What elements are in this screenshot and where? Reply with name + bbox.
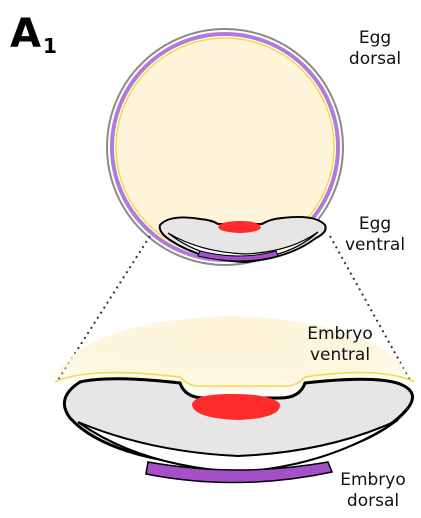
label-egg-dorsal: Egg dorsal xyxy=(330,28,420,70)
label-embryo-ventral-line2: ventral xyxy=(290,345,390,366)
label-egg-dorsal-line1: Egg xyxy=(330,28,420,49)
label-embryo-dorsal-line2: dorsal xyxy=(325,491,421,512)
label-embryo-dorsal: Embryo dorsal xyxy=(325,470,421,512)
label-egg-dorsal-line2: dorsal xyxy=(330,49,420,70)
label-egg-ventral: Egg ventral xyxy=(330,214,420,256)
egg xyxy=(107,29,343,265)
label-embryo-dorsal-line1: Embryo xyxy=(325,470,421,491)
label-embryo-ventral: Embryo ventral xyxy=(290,324,390,366)
label-egg-ventral-line1: Egg xyxy=(330,214,420,235)
label-egg-ventral-line2: ventral xyxy=(330,235,420,256)
label-embryo-ventral-line1: Embryo xyxy=(290,324,390,345)
